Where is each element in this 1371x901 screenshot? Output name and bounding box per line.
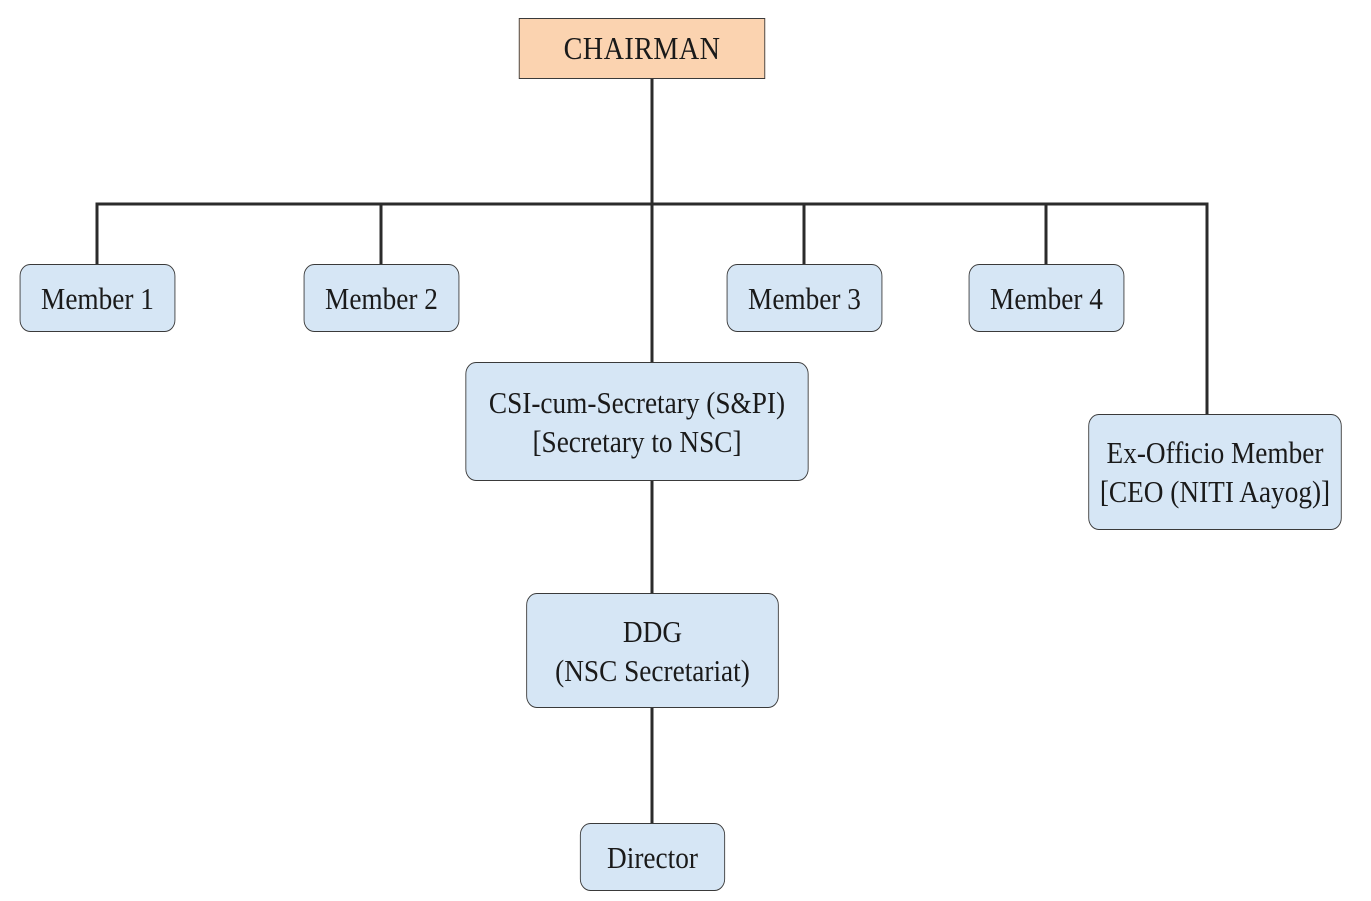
ddg-box: DDG (NSC Secretariat): [526, 593, 779, 708]
secretary-box: CSI-cum-Secretary (S&PI) [Secretary to N…: [465, 362, 809, 481]
member-4-label: Member 4: [990, 280, 1103, 316]
director-box: Director: [579, 823, 726, 891]
secretary-title: CSI-cum-Secretary (S&PI): [488, 384, 786, 420]
ddg-subtitle: (NSC Secretariat): [555, 652, 750, 688]
ex-officio-subtitle: [CEO (NITI Aayog)]: [1099, 474, 1331, 509]
member-4-box: Member 4: [968, 264, 1125, 332]
ex-officio-title: Ex-Officio Member: [1106, 435, 1324, 470]
chairman-label: CHAIRMAN: [563, 30, 721, 66]
member-3-box: Member 3: [726, 264, 883, 332]
ex-officio-box: Ex-Officio Member [CEO (NITI Aayog)]: [1088, 414, 1342, 530]
member-3-label: Member 3: [748, 280, 861, 316]
secretary-subtitle: [Secretary to NSC]: [532, 423, 742, 459]
director-label: Director: [607, 839, 698, 875]
member-2-box: Member 2: [303, 264, 460, 332]
member-1-box: Member 1: [19, 264, 176, 332]
member-2-label: Member 2: [325, 280, 438, 316]
chairman-box: CHAIRMAN: [518, 18, 766, 79]
ddg-title: DDG: [622, 613, 683, 649]
member-1-label: Member 1: [41, 280, 154, 316]
